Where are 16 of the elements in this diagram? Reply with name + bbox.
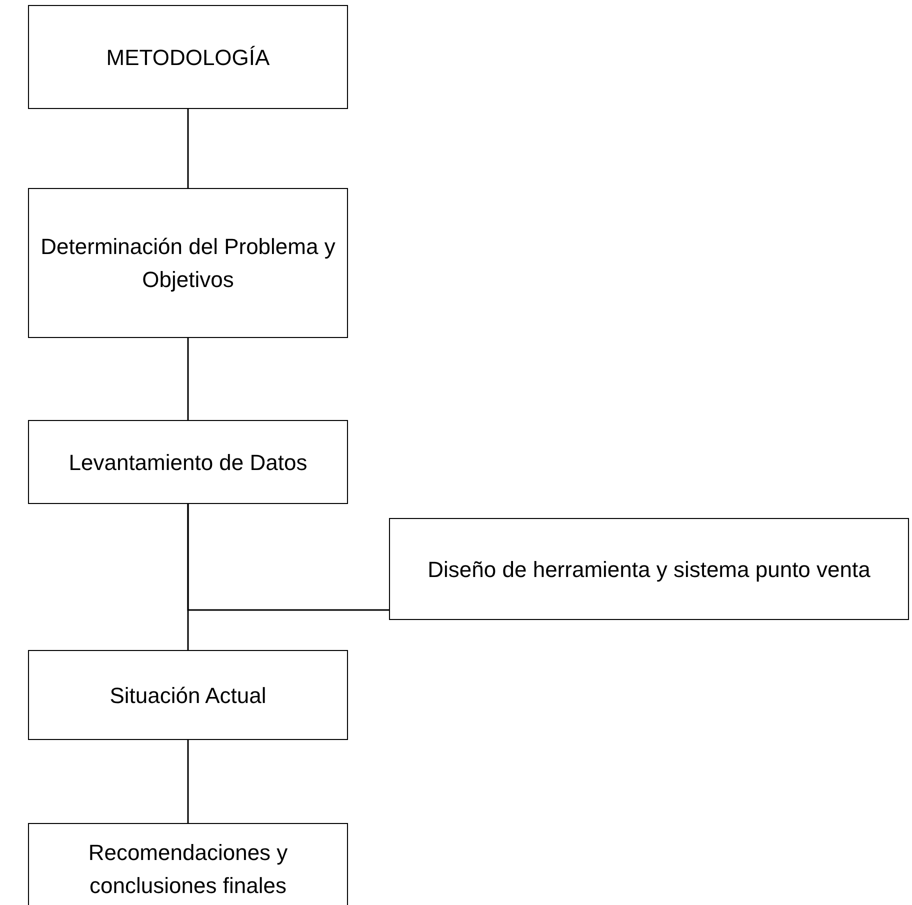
box-label: Diseño de herramienta y sistema punto venta (426, 556, 872, 584)
box-label: Situación Actual (108, 682, 268, 710)
connector-line (187, 338, 189, 420)
box-label: Recomendaciones y conclusiones finales (87, 838, 289, 900)
process-box (28, 188, 348, 338)
box-label: Levantamiento de Datos (68, 448, 308, 476)
connector-line (187, 504, 189, 650)
process-box (28, 650, 348, 740)
connector-line (187, 109, 189, 188)
box-label: METODOLOGÍA (105, 44, 271, 72)
process-box (28, 420, 348, 504)
process-box (28, 5, 348, 109)
box-label: Determinación del Problema y Objetivos (40, 233, 336, 294)
process-box (389, 518, 909, 620)
connector-line (187, 740, 189, 823)
process-box (28, 823, 348, 905)
